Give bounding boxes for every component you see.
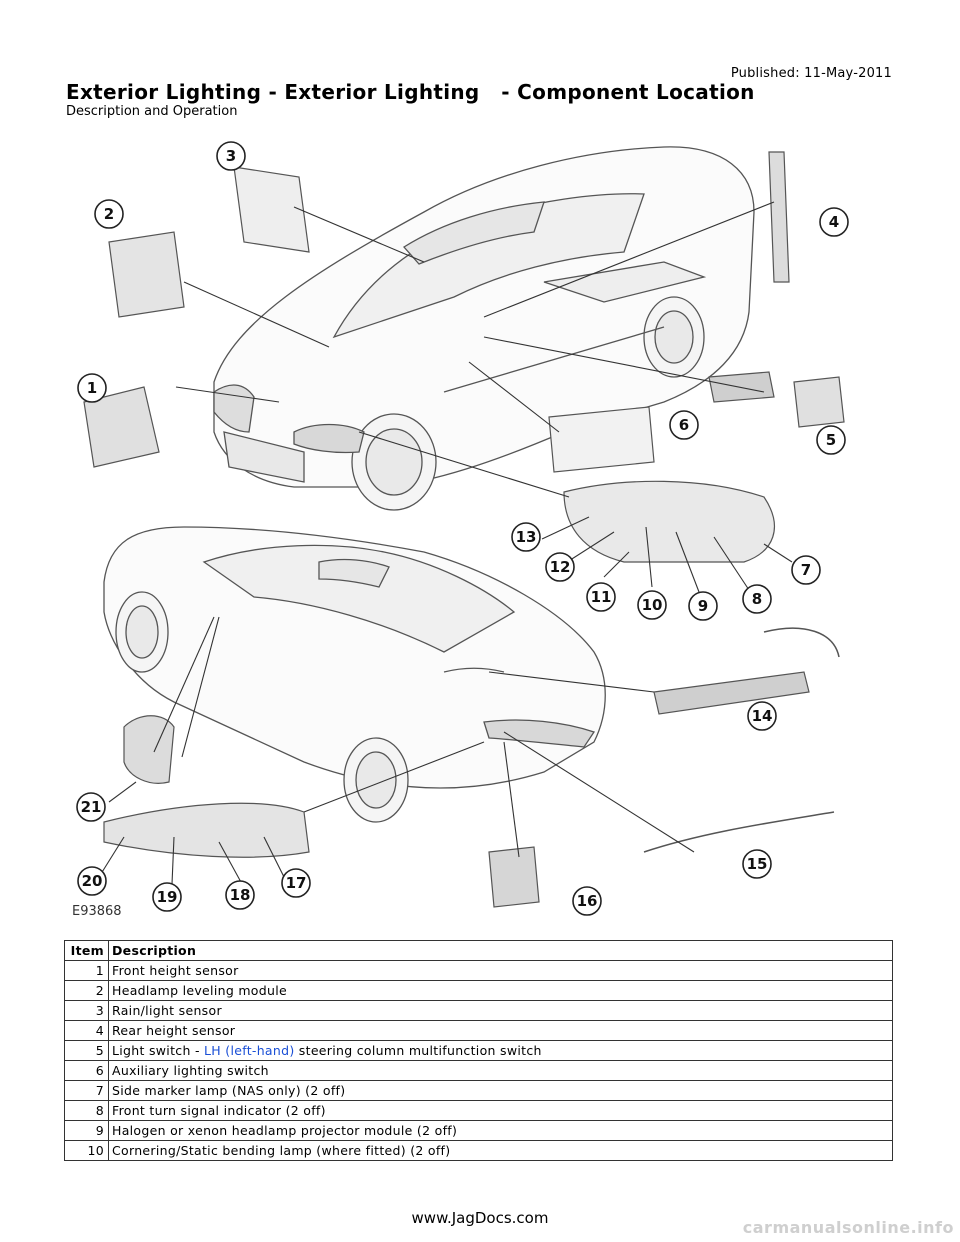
- svg-text:18: 18: [230, 886, 251, 904]
- item-number: 4: [64, 1020, 109, 1041]
- table-row: 9 Halogen or xenon headlamp projector mo…: [64, 1120, 893, 1141]
- description-prefix: Light switch -: [112, 1043, 205, 1058]
- component-thumbnails: [83, 151, 845, 908]
- item-description: Auxiliary lighting switch: [108, 1060, 893, 1081]
- callout-20: 20: [77, 866, 107, 896]
- item-description: Headlamp leveling module: [108, 980, 893, 1001]
- table-row: 10 Cornering/Static bending lamp (where …: [64, 1140, 893, 1161]
- item-number: 8: [64, 1100, 109, 1121]
- callout-5: 5: [816, 425, 846, 455]
- item-description: Rain/light sensor: [108, 1000, 893, 1021]
- callout-18: 18: [225, 880, 255, 910]
- callout-21: 21: [76, 792, 106, 822]
- svg-text:6: 6: [679, 416, 689, 434]
- item-number: 7: [64, 1080, 109, 1101]
- table-row: 7 Side marker lamp (NAS only) (2 off): [64, 1080, 893, 1101]
- callout-1: 1: [77, 373, 107, 403]
- figure-ref: E93868: [72, 904, 122, 919]
- published-date: Published: 11-May-2011: [730, 66, 892, 81]
- callout-17: 17: [281, 868, 311, 898]
- item-number: 6: [64, 1060, 109, 1081]
- callout-4: 4: [819, 207, 849, 237]
- item-description: Front turn signal indicator (2 off): [108, 1100, 893, 1121]
- svg-text:14: 14: [752, 707, 773, 725]
- item-description: Light switch - LH (left-hand) steering c…: [108, 1040, 893, 1061]
- item-description: Front height sensor: [108, 960, 893, 981]
- svg-text:20: 20: [82, 872, 103, 890]
- item-number: 10: [64, 1140, 109, 1161]
- svg-text:8: 8: [752, 590, 762, 608]
- svg-text:1: 1: [87, 379, 97, 397]
- svg-text:12: 12: [550, 558, 571, 576]
- table-row: 1 Front height sensor: [64, 960, 893, 981]
- callout-14: 14: [747, 701, 777, 731]
- svg-text:4: 4: [829, 213, 839, 231]
- item-number: 3: [64, 1000, 109, 1021]
- callout-9: 9: [688, 591, 718, 621]
- table-row: 8 Front turn signal indicator (2 off): [64, 1100, 893, 1121]
- item-description: Rear height sensor: [108, 1020, 893, 1041]
- item-description: Cornering/Static bending lamp (where fit…: [108, 1140, 893, 1161]
- callout-6: 6: [669, 410, 699, 440]
- callout-13: 13: [511, 522, 541, 552]
- callout-3: 3: [216, 141, 246, 171]
- item-number: 1: [64, 960, 109, 981]
- component-table: Item Description 1 Front height sensor 2…: [64, 940, 893, 1161]
- callout-11: 11: [586, 582, 616, 612]
- table-row: 6 Auxiliary lighting switch: [64, 1060, 893, 1081]
- table-row: 2 Headlamp leveling module: [64, 980, 893, 1001]
- item-number: 9: [64, 1120, 109, 1141]
- footer-site-link[interactable]: www.JagDocs.com: [411, 1209, 549, 1227]
- svg-text:2: 2: [104, 205, 114, 223]
- lh-abbreviation-link[interactable]: LH (left-hand): [204, 1043, 295, 1058]
- table-row: 4 Rear height sensor: [64, 1020, 893, 1041]
- item-description: Side marker lamp (NAS only) (2 off): [108, 1080, 893, 1101]
- svg-text:16: 16: [577, 892, 598, 910]
- page-title: Exterior Lighting - Exterior Lighting - …: [66, 80, 755, 104]
- svg-text:19: 19: [157, 888, 178, 906]
- callout-19: 19: [152, 882, 182, 912]
- description-suffix: steering column multifunction switch: [294, 1043, 542, 1058]
- svg-text:15: 15: [747, 855, 768, 873]
- svg-text:10: 10: [642, 596, 663, 614]
- callout-10: 10: [637, 590, 667, 620]
- watermark: carmanualsonline.info: [742, 1218, 954, 1237]
- component-location-figure: 1 2 3 4 5 6 7 8 9 10 11 12 13 14 15 16 1…: [64, 132, 894, 924]
- component-diagram: 1 2 3 4 5 6 7 8 9 10 11 12 13 14 15 16 1…: [72, 141, 849, 919]
- svg-text:11: 11: [591, 588, 612, 606]
- callout-12: 12: [545, 552, 575, 582]
- leader-lines: [98, 201, 793, 885]
- svg-text:7: 7: [801, 561, 811, 579]
- item-number: 2: [64, 980, 109, 1001]
- callout-7: 7: [791, 555, 821, 585]
- page-subtitle: Description and Operation: [66, 104, 238, 119]
- svg-text:3: 3: [226, 147, 236, 165]
- svg-text:21: 21: [81, 798, 102, 816]
- item-description: Halogen or xenon headlamp projector modu…: [108, 1120, 893, 1141]
- svg-text:9: 9: [698, 597, 708, 615]
- rear-car-illustration: [103, 526, 606, 823]
- svg-text:13: 13: [516, 528, 537, 546]
- svg-text:17: 17: [286, 874, 307, 892]
- callout-2: 2: [94, 199, 124, 229]
- table-row: 3 Rain/light sensor: [64, 1000, 893, 1021]
- table-header-row: Item Description: [64, 940, 893, 961]
- callout-16: 16: [572, 886, 602, 916]
- callout-15: 15: [742, 849, 772, 879]
- svg-text:5: 5: [826, 431, 836, 449]
- callout-8: 8: [742, 584, 772, 614]
- item-number: 5: [64, 1040, 109, 1061]
- header-description: Description: [108, 940, 893, 961]
- header-item: Item: [64, 940, 109, 961]
- table-row: 5 Light switch - LH (left-hand) steering…: [64, 1040, 893, 1061]
